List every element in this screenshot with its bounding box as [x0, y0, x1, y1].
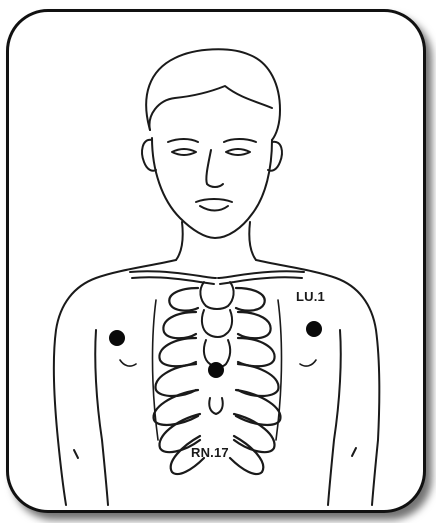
clavicles	[130, 271, 304, 284]
face	[168, 139, 256, 211]
torso-outline	[54, 260, 379, 505]
point-rn17	[208, 362, 224, 378]
point-unlabeled-left	[109, 330, 125, 346]
point-label-lu1: LU.1	[296, 290, 325, 303]
acupoint-markers	[109, 321, 322, 378]
point-lu1	[306, 321, 322, 337]
sternum	[200, 282, 233, 414]
point-label-rn17: RN.17	[191, 446, 229, 459]
ribs-right	[230, 288, 282, 474]
neck	[176, 222, 256, 260]
